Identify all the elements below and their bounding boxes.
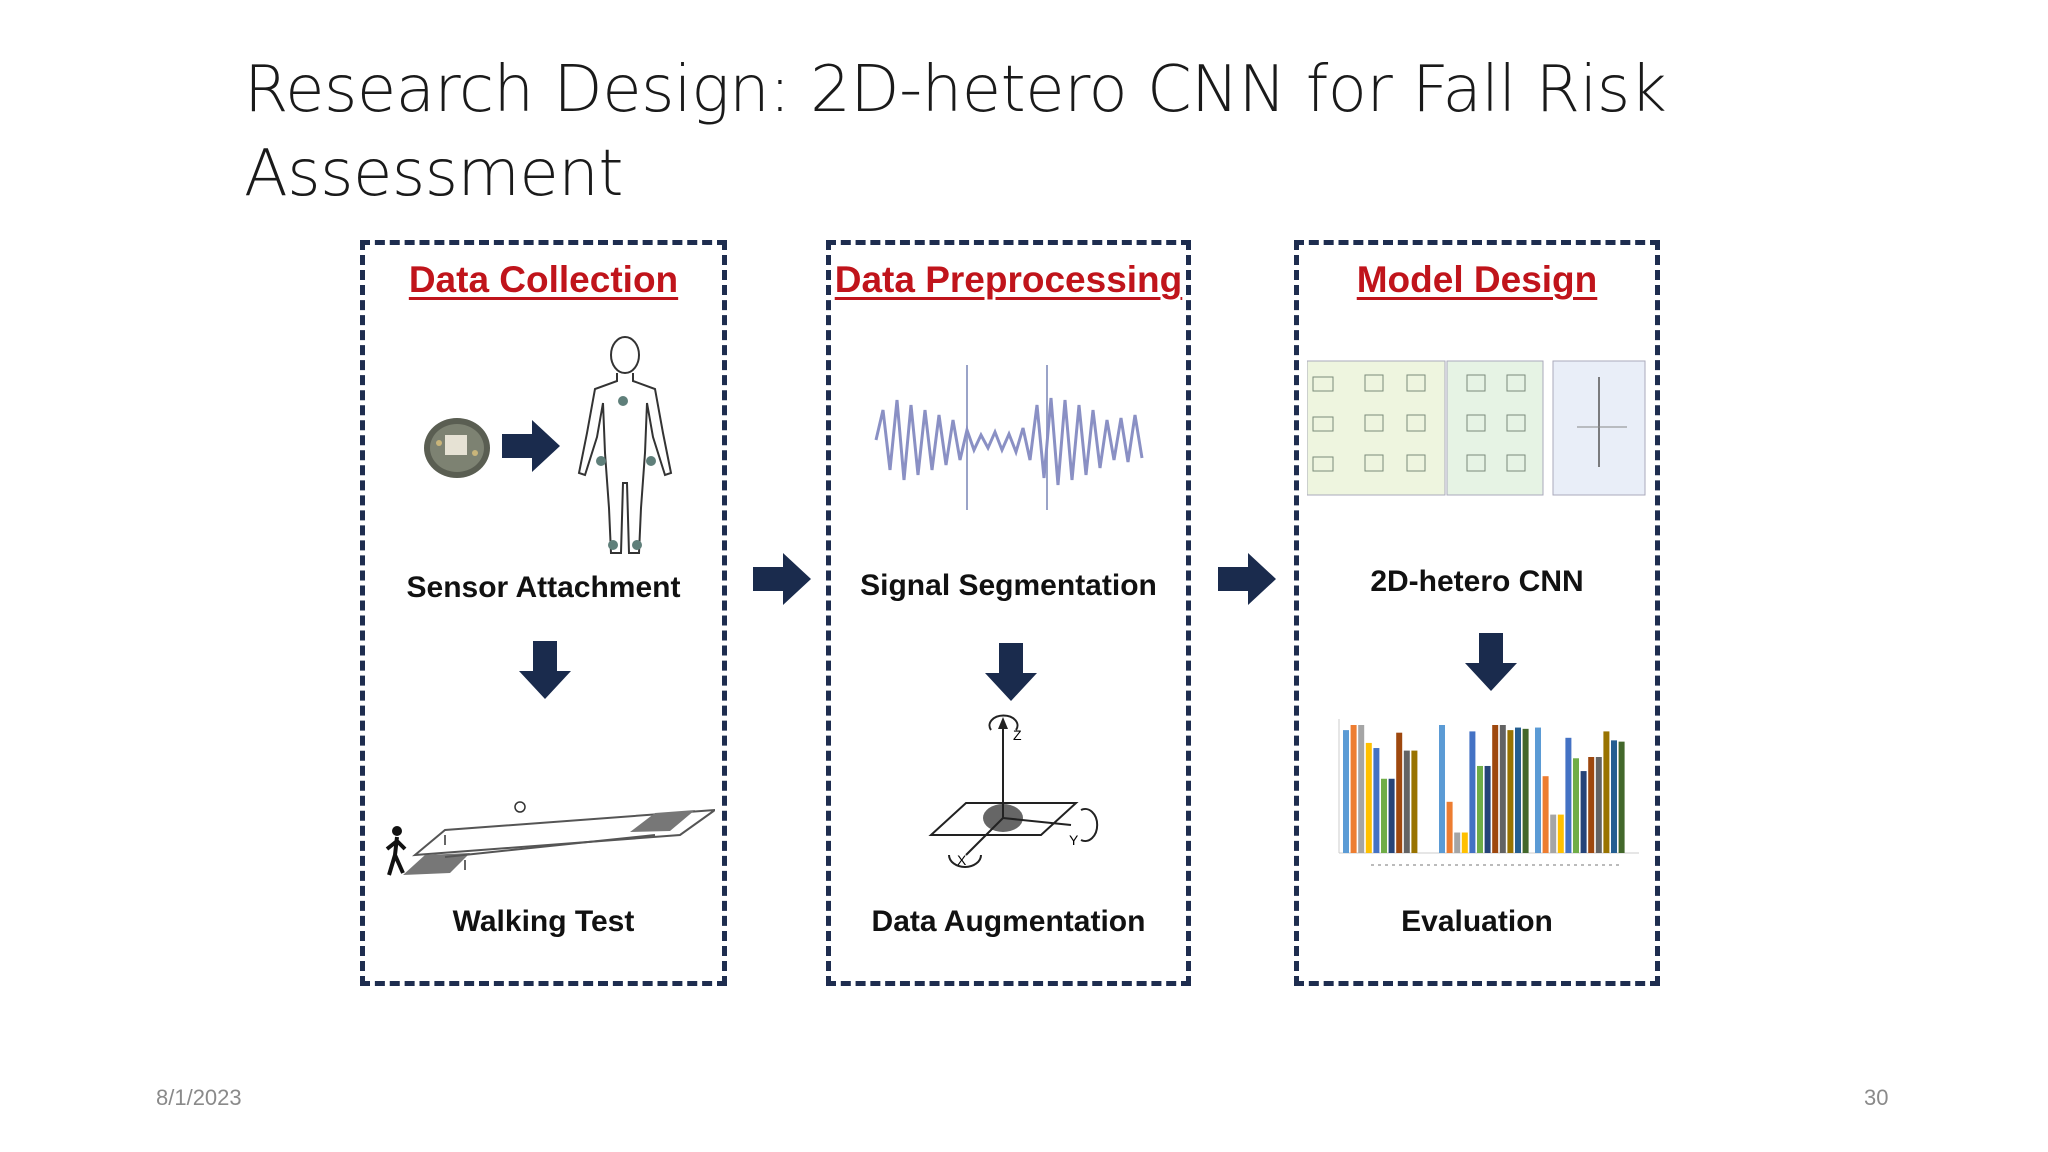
- thumbnail-bar: [1492, 725, 1499, 853]
- cnn-architecture-image: [1307, 360, 1646, 496]
- thumbnail-bar: [1396, 732, 1403, 853]
- thumbnail-bar: [1557, 814, 1564, 853]
- caption-data-augmentation: Data Augmentation: [871, 905, 1146, 938]
- thumbnail-bar: [1477, 765, 1483, 853]
- thumbnail-bar: [1573, 758, 1579, 853]
- thumbnail-bar: [1580, 771, 1587, 853]
- signal-waveform-image: [874, 365, 1144, 510]
- thumbnail-bar: [1388, 778, 1395, 853]
- human-body-sensors-image: [577, 336, 673, 554]
- panel-model-design: Model Design 2D-hetero CNN Evaluation: [1294, 240, 1660, 986]
- sensor-device-image: [424, 418, 490, 478]
- svg-text:Z: Z: [1013, 727, 1022, 743]
- caption-evaluation: Evaluation: [1401, 905, 1553, 938]
- thumbnail-bar: [1515, 727, 1521, 853]
- arrow-down-icon: [985, 643, 1037, 701]
- arrow-right-icon: [1218, 553, 1276, 605]
- thumbnail-bar: [1358, 725, 1365, 853]
- thumbnail-bar: [1595, 757, 1602, 853]
- panel-title: Data Collection: [408, 259, 679, 300]
- slide-date: 8/1/2023: [156, 1085, 242, 1110]
- thumbnail-bar: [1507, 730, 1514, 853]
- walking-test-track-image: [385, 801, 715, 876]
- caption-sensor-attachment: Sensor Attachment: [406, 571, 681, 604]
- thumbnail-bar: [1446, 801, 1453, 853]
- thumbnail-bar: [1411, 750, 1418, 853]
- arrow-down-icon: [519, 641, 571, 699]
- data-augmentation-axes-image: Z Y X: [928, 714, 1099, 868]
- thumbnail-bar: [1499, 725, 1506, 853]
- thumbnail-bar: [1365, 742, 1372, 853]
- thumbnail-bar: [1381, 778, 1387, 853]
- panel-data-preprocessing: Data Preprocessing Signal Segmentation Z…: [826, 240, 1191, 986]
- thumbnail-bar: [1343, 730, 1349, 853]
- panel-title: Data Preprocessing: [834, 259, 1183, 300]
- thumbnail-bar: [1535, 727, 1541, 853]
- thumbnail-bar: [1469, 731, 1476, 853]
- arrow-right-icon: [753, 553, 811, 605]
- caption-2d-hetero-cnn: 2D-hetero CNN: [1370, 565, 1584, 598]
- thumbnail-bar: [1565, 737, 1572, 853]
- thumbnail-bar: [1461, 832, 1468, 853]
- thumbnail-bar: [1522, 728, 1529, 853]
- thumbnail-bar: [1350, 725, 1357, 853]
- evaluation-bar-chart-image: [1338, 719, 1639, 866]
- thumbnail-bar: [1588, 757, 1595, 853]
- panel-data-collection: Data Collection Sensor Attachment: [360, 240, 727, 986]
- thumbnail-bar: [1439, 725, 1445, 853]
- arrow-down-icon: [1465, 633, 1517, 691]
- thumbnail-bar: [1542, 776, 1549, 853]
- panel-title: Model Design: [1356, 259, 1598, 300]
- thumbnail-bar: [1618, 741, 1625, 853]
- arrow-right-icon: [502, 420, 560, 472]
- thumbnail-bar: [1611, 740, 1617, 853]
- caption-walking-test: Walking Test: [452, 905, 635, 938]
- thumbnail-bar: [1403, 750, 1410, 853]
- svg-text:Y: Y: [1069, 832, 1079, 848]
- thumbnail-bar: [1603, 731, 1610, 853]
- slide-title: Research Design: 2D-hetero CNN for Fall …: [244, 53, 1667, 211]
- thumbnail-bar: [1484, 765, 1491, 853]
- caption-signal-segmentation: Signal Segmentation: [860, 569, 1157, 602]
- thumbnail-bar: [1454, 832, 1461, 853]
- slide-page-number: 30: [1864, 1085, 1889, 1110]
- thumbnail-bar: [1550, 814, 1557, 853]
- svg-text:X: X: [957, 852, 967, 868]
- thumbnail-bar: [1373, 748, 1380, 853]
